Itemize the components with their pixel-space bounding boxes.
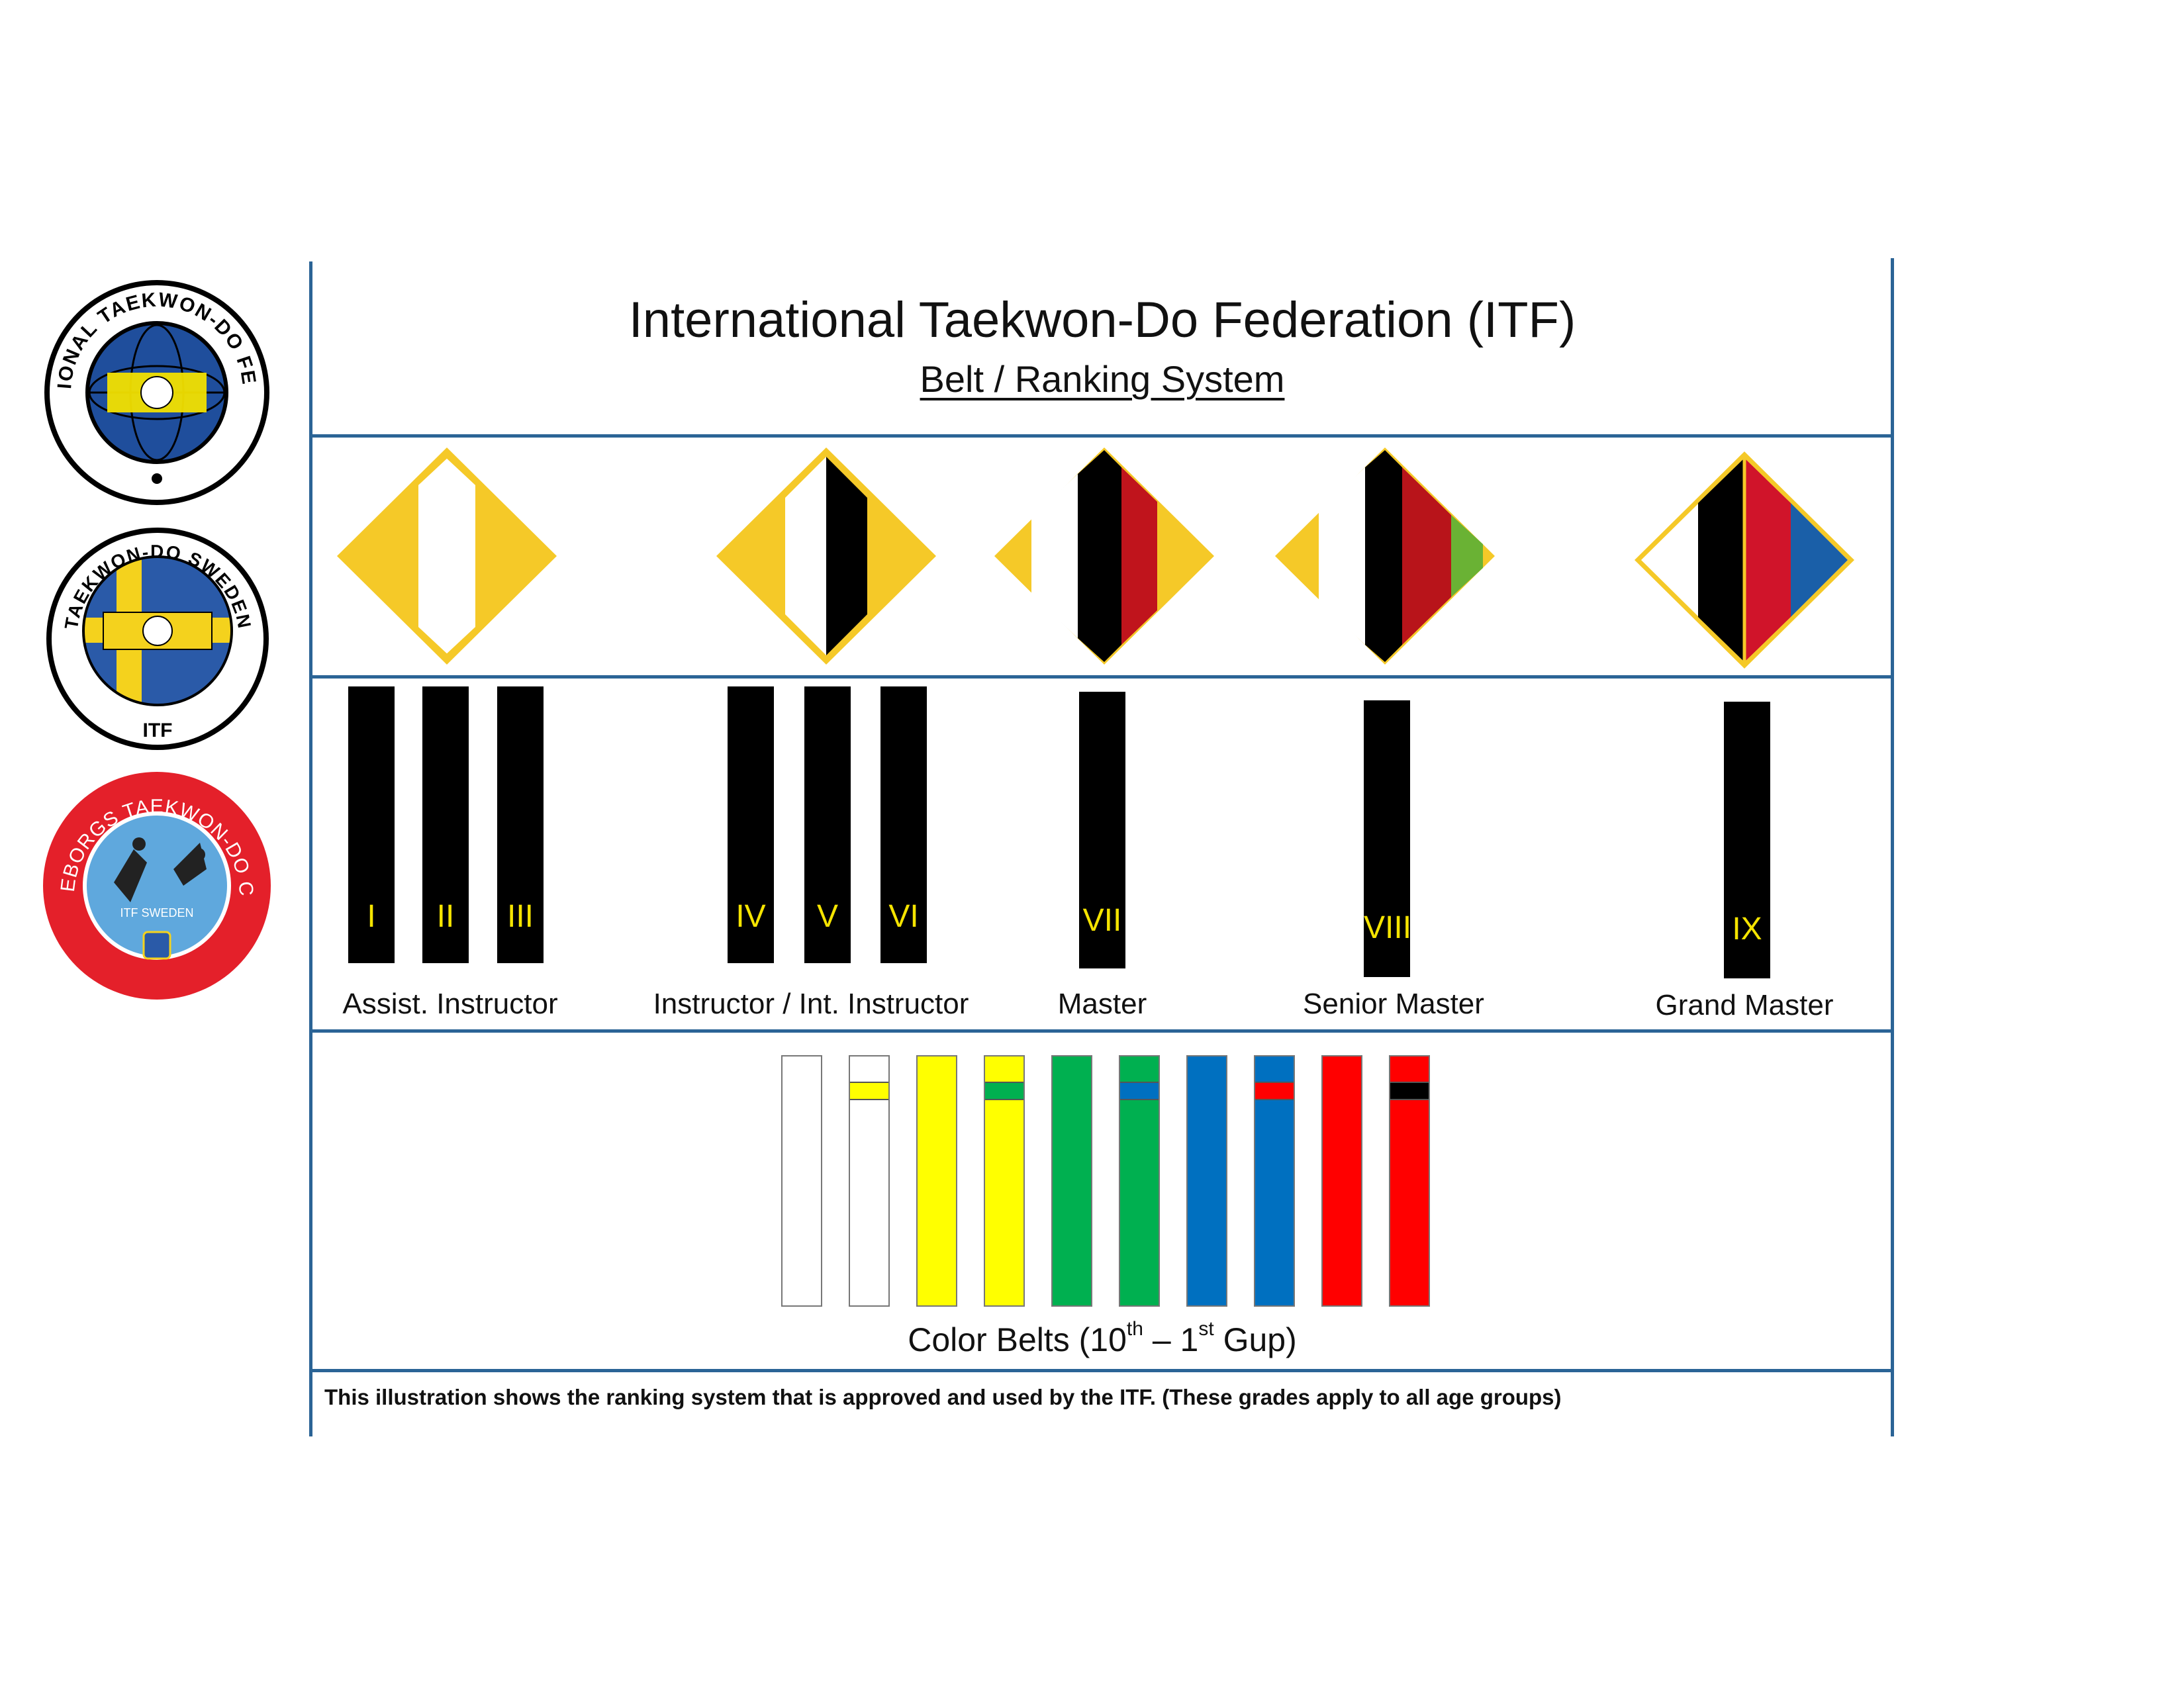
dan-belt-7: VII [1079,692,1125,968]
caption-sup: st [1198,1318,1214,1340]
dan-belt-4: IV [728,686,774,963]
dan-numeral: V [816,899,838,934]
insignia-grand-master [1635,451,1854,669]
label-grand-master: Grand Master [1655,989,1834,1021]
caption-part: – 1 [1143,1321,1199,1358]
color-belt-1st-gup [1389,1055,1430,1307]
dan-numeral: IV [736,899,766,934]
color-belt-4th-gup [1186,1055,1227,1307]
dan-belt-6: VI [880,686,927,963]
belt-stripe [1390,1082,1429,1100]
dan-numeral: I [367,899,376,934]
goteborgs-club-logo: ITF SWEDEN GÖTEBORGS TAEKWON-DO CLUB [41,770,271,1000]
frame-right-border [1891,258,1894,1436]
dan-belt-2: II [422,686,469,963]
insignia-assist-instructor [337,447,557,665]
frame-left-border [309,261,312,1436]
color-belt-6th-gup [1051,1055,1092,1307]
svg-text:ITF: ITF [143,720,173,741]
belt-stripe [985,1082,1023,1100]
color-belt-10th-gup [781,1055,822,1307]
dan-numeral: II [436,899,455,934]
dan-numeral: VIII [1364,910,1412,945]
dan-belt-8: VIII [1364,700,1412,977]
dan-numeral: VII [1082,903,1122,938]
itf-logo: INTERNATIONAL TAEKWON-DO FEDERATION [41,277,269,505]
caption-part: Color Belts (10 [908,1321,1127,1358]
dan-belt-1: I [348,686,395,963]
dan-numeral: VI [888,899,919,934]
belt-stripe [1255,1082,1294,1100]
caption-sup: th [1126,1318,1143,1340]
belt-stripe [1120,1082,1159,1100]
color-belts-caption: Color Belts (10th – 1st Gup) [311,1318,1893,1359]
divider-dan-belts [309,1029,1894,1033]
label-assist-instructor: Assist. Instructor [342,988,558,1020]
insignia-master [994,447,1214,665]
label-senior-master: Senior Master [1303,988,1484,1020]
label-master: Master [1057,988,1147,1020]
color-belt-5th-gup [1119,1055,1160,1307]
caption-part: Gup) [1213,1321,1297,1358]
dan-belt-9: IX [1724,702,1770,978]
page-title: International Taekwon-Do Federation (ITF… [628,292,1576,348]
color-belt-8th-gup [916,1055,957,1307]
page-subtitle: Belt / Ranking System [311,357,1893,400]
dan-belt-3: III [497,686,544,963]
footer-note: This illustration shows the ranking syst… [324,1385,1562,1409]
color-belt-7th-gup [984,1055,1025,1307]
insignia-instructor [716,447,936,665]
color-belt-9th-gup [849,1055,890,1307]
divider-color-belts [309,1369,1894,1372]
dan-belt-5: V [804,686,851,963]
taekwondo-sweden-logo: TAEKWON-DO SWEDEN ITF [46,528,269,750]
divider-insignia [309,675,1894,679]
insignia-senior-master [1275,447,1495,665]
label-instructor: Instructor / Int. Instructor [653,988,969,1020]
subtitle-text: Belt / Ranking System [920,358,1285,400]
dan-numeral: IX [1732,912,1762,947]
dan-numeral: III [506,899,534,934]
belt-stripe [850,1082,888,1100]
svg-text:ITF SWEDEN: ITF SWEDEN [120,906,194,919]
divider-header [309,434,1894,438]
color-belt-3rd-gup [1254,1055,1295,1307]
color-belt-2nd-gup [1321,1055,1362,1307]
